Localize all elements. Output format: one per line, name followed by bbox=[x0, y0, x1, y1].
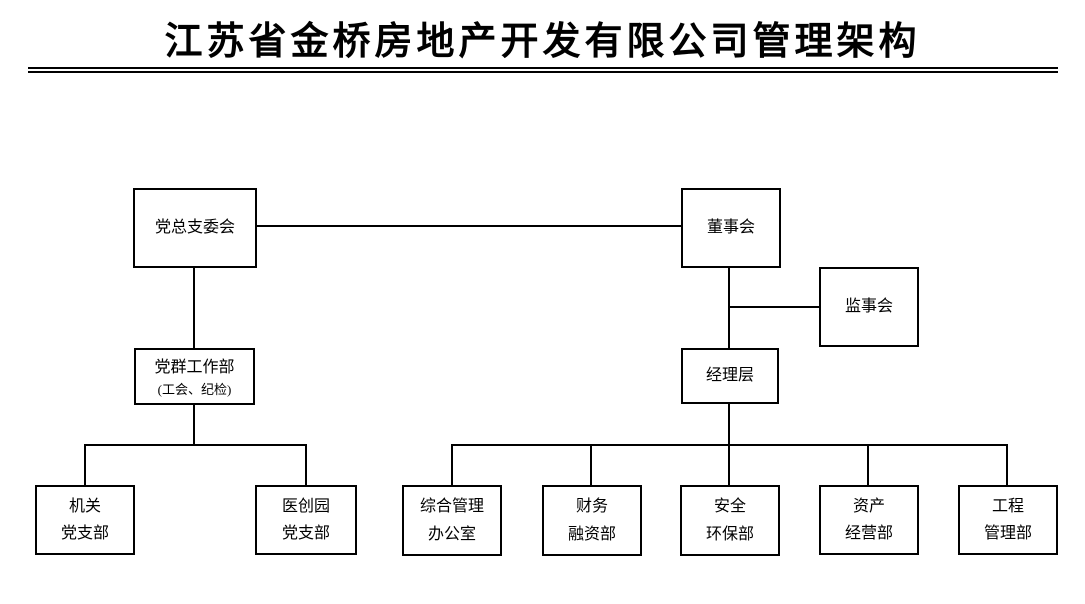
node-label-line1: 工程 bbox=[991, 497, 1024, 515]
node-finance-financing-department: 财务 融资部 bbox=[542, 485, 642, 556]
connector-drop-yichuangyuan bbox=[305, 444, 307, 486]
node-label-line1: 资产 bbox=[852, 497, 885, 515]
title-double-underline bbox=[28, 67, 1058, 73]
node-label-line2: 管理部 bbox=[983, 525, 1032, 542]
node-party-mass-work-department: 党群工作部 (工会、纪检) bbox=[134, 348, 255, 405]
node-label: 董事会 bbox=[706, 219, 755, 237]
connector-drop-gongcheng bbox=[1006, 444, 1008, 486]
connector-drop-jiguan bbox=[84, 444, 86, 486]
node-label-line1: 综合管理 bbox=[419, 498, 484, 516]
node-label-line1: 安全 bbox=[713, 498, 746, 516]
node-engineering-management-department: 工程 管理部 bbox=[958, 485, 1058, 555]
node-yichuangyuan-party-branch: 医创园 党支部 bbox=[255, 485, 357, 555]
connector-drop-anquan bbox=[728, 444, 730, 486]
connector-party-committee-board bbox=[257, 225, 681, 227]
node-label-line2: 融资部 bbox=[567, 525, 616, 543]
node-board-of-directors: 董事会 bbox=[681, 188, 781, 268]
connector-partywork-branches bbox=[193, 403, 195, 446]
node-label-line1: 财务 bbox=[575, 498, 608, 516]
connector-party-committee-partywork bbox=[193, 266, 195, 350]
connector-drop-caiwu bbox=[590, 444, 592, 486]
node-label: 党群工作部 bbox=[154, 359, 235, 377]
underline-bottom-rule bbox=[28, 71, 1058, 73]
node-label: 经理层 bbox=[705, 367, 754, 385]
node-asset-operation-department: 资产 经营部 bbox=[819, 485, 919, 555]
connector-board-management bbox=[728, 266, 730, 350]
node-label-line2: 办公室 bbox=[427, 525, 476, 543]
node-safety-environment-department: 安全 环保部 bbox=[680, 485, 780, 556]
node-label-line2: 经营部 bbox=[844, 525, 893, 542]
chart-title: 江苏省金桥房地产开发有限公司管理架构 bbox=[164, 21, 921, 63]
underline-top-rule bbox=[28, 67, 1058, 69]
connector-drop-zonghe bbox=[451, 444, 453, 486]
connector-board-supervisory bbox=[729, 306, 820, 308]
node-label-line2: 党支部 bbox=[60, 525, 109, 542]
node-label-line2: 环保部 bbox=[705, 525, 754, 543]
node-general-management-office: 综合管理 办公室 bbox=[402, 485, 502, 556]
connector-left-distribution bbox=[84, 444, 307, 446]
node-sublabel: (工会、纪检) bbox=[157, 381, 232, 397]
node-management-layer: 经理层 bbox=[681, 348, 779, 404]
connector-drop-zichan bbox=[867, 444, 869, 486]
node-label-line2: 党支部 bbox=[281, 525, 330, 542]
node-supervisory-board: 监事会 bbox=[819, 267, 919, 347]
node-label: 党总支委会 bbox=[154, 219, 235, 237]
node-party-general-branch-committee: 党总支委会 bbox=[133, 188, 257, 268]
node-office-party-branch: 机关 党支部 bbox=[35, 485, 135, 555]
node-label: 监事会 bbox=[844, 298, 893, 316]
node-label-line1: 机关 bbox=[68, 497, 101, 515]
node-label-line1: 医创园 bbox=[281, 497, 330, 515]
connector-management-departments bbox=[728, 403, 730, 446]
